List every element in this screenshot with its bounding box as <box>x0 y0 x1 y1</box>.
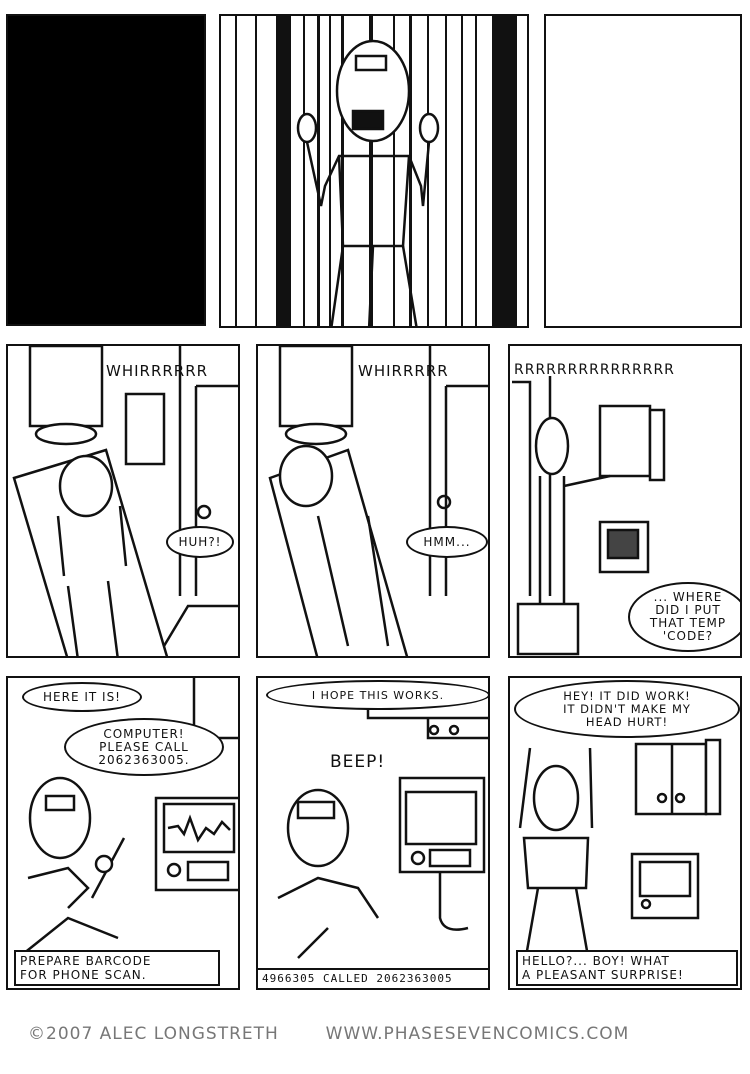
barcode-scan-illustration <box>277 700 488 959</box>
copyright-text: ©2007 ALEC LONGSTRETH <box>28 1024 279 1044</box>
speech-balloon-here-it-is: HERE IT IS! <box>22 682 142 712</box>
sfx-whirr: WHIRRRRRR <box>106 362 209 380</box>
panel-8: I HOPE THIS WORKS. BEEP! 4966305 CALLED … <box>256 676 490 990</box>
searching-scene-illustration <box>512 376 666 656</box>
website-link[interactable]: WWW.PHASESEVENCOMICS.COM <box>325 1024 630 1044</box>
caption-called: 4966305 CALLED 2062363005 <box>258 968 488 988</box>
speech-balloon-where: ... WHERE DID I PUT THAT TEMP 'CODE? <box>628 582 740 652</box>
caption-prepare-barcode: PREPARE BARCODE FOR PHONE SCAN. <box>14 950 220 986</box>
panel-5: WHIRRRRR HMM... <box>256 344 490 658</box>
speech-balloon-huh: HUH?! <box>166 526 234 558</box>
sfx-beep: BEEP! <box>330 752 386 772</box>
panel-4: WHIRRRRRR HUH?! <box>6 344 240 658</box>
sfx-rrrr: RRRRRRRRRRRRRRR <box>514 362 675 378</box>
barcode-prep-illustration <box>17 678 238 959</box>
sfx-whirr: WHIRRRRR <box>358 362 449 380</box>
speech-balloon-computer-call: COMPUTER! PLEASE CALL 2062363005. <box>64 718 224 776</box>
panel-7: HERE IT IS! COMPUTER! PLEASE CALL 206236… <box>6 676 240 990</box>
speech-balloon-hmm: HMM... <box>406 526 488 558</box>
surgery-scene-illustration-2 <box>268 346 488 656</box>
celebration-illustration <box>518 738 722 969</box>
panel-1-black <box>6 14 206 326</box>
panel-2-barcode <box>219 14 529 328</box>
panel-3-white <box>544 14 742 328</box>
footer-credits: ©2007 ALEC LONGSTRETH WWW.PHASESEVENCOMI… <box>28 1024 629 1044</box>
speech-balloon-did-work: HEY! IT DID WORK! IT DIDN'T MAKE MY HEAD… <box>514 680 740 738</box>
barcode-scene-illustration <box>235 16 517 326</box>
caption-hello: HELLO?... BOY! WHAT A PLEASANT SURPRISE! <box>516 950 738 986</box>
panel-6: RRRRRRRRRRRRRRR ... WHERE DID I PUT THAT… <box>508 344 742 658</box>
speech-balloon-hope: I HOPE THIS WORKS. <box>266 680 488 710</box>
surgery-scene-illustration <box>12 346 238 656</box>
panel-9: HEY! IT DID WORK! IT DIDN'T MAKE MY HEAD… <box>508 676 742 990</box>
